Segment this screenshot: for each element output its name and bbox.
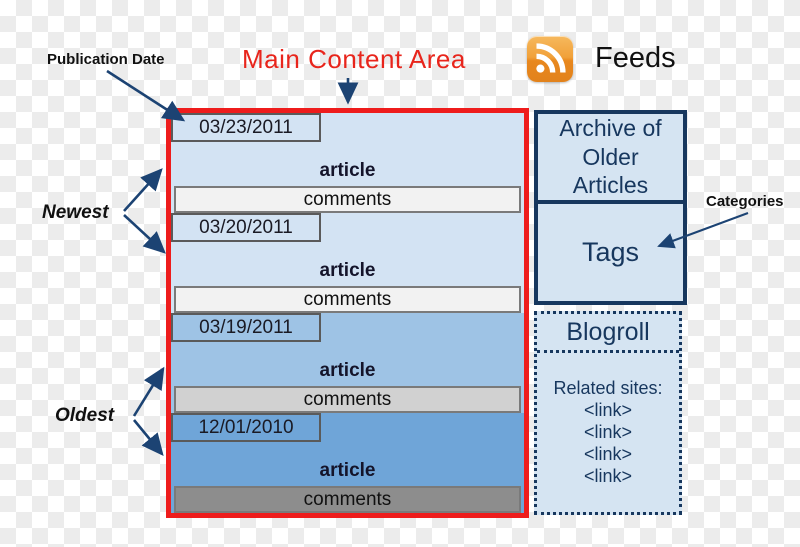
- blog-post: 03/20/2011 article comments: [171, 213, 524, 313]
- related-site-link: <link>: [583, 466, 633, 486]
- main-content-area: 03/23/2011 article comments 03/20/2011 a…: [166, 108, 529, 518]
- publication-date-label: Publication Date: [47, 51, 165, 68]
- article-label: article: [319, 160, 376, 181]
- blogroll-title: Blogroll: [537, 314, 679, 353]
- article-label: article: [319, 260, 376, 281]
- publication-date-box: 12/01/2010: [171, 413, 321, 442]
- blog-post-newest: 03/23/2011 article comments: [171, 113, 524, 213]
- oldest-arrow-top: [132, 366, 165, 417]
- rss-waves-icon: [536, 43, 566, 73]
- comments-bar: comments: [174, 186, 521, 213]
- tags-widget: Tags: [581, 237, 640, 267]
- archive-of-older-articles: Archive of Older Articles: [538, 114, 683, 204]
- blogroll-widget: Blogroll Related sites: <link> <link> <l…: [534, 311, 682, 515]
- oldest-arrow-bottom: [132, 419, 164, 457]
- comments-bar: comments: [174, 486, 521, 513]
- publication-date-box: 03/19/2011: [171, 313, 321, 342]
- oldest-label: Oldest: [55, 405, 115, 426]
- rss-feed-icon: [527, 36, 573, 82]
- newest-label: Newest: [42, 202, 109, 223]
- article-label: article: [319, 460, 376, 481]
- comments-bar: comments: [174, 286, 521, 313]
- article-label: article: [319, 360, 376, 381]
- categories-label: Categories: [706, 193, 784, 210]
- related-site-link: <link>: [583, 422, 633, 442]
- blog-post-oldest: 12/01/2010 article comments: [171, 413, 524, 513]
- blog-post: 03/19/2011 article comments: [171, 313, 524, 413]
- sidebar-widget-box: Archive of Older Articles Tags: [534, 110, 687, 305]
- related-site-link: <link>: [583, 444, 633, 464]
- publication-date-box: 03/20/2011: [171, 213, 321, 242]
- related-sites-label: Related sites:: [553, 378, 663, 398]
- main-content-area-label: Main Content Area: [242, 44, 466, 74]
- newest-arrow-bottom: [123, 214, 166, 254]
- comments-bar: comments: [174, 386, 521, 413]
- newest-arrow-top: [123, 168, 163, 212]
- feeds-label: Feeds: [595, 42, 676, 74]
- publication-date-box: 03/23/2011: [171, 113, 321, 142]
- related-sites-list: Related sites: <link> <link> <link> <lin…: [537, 353, 679, 487]
- related-site-link: <link>: [583, 400, 633, 420]
